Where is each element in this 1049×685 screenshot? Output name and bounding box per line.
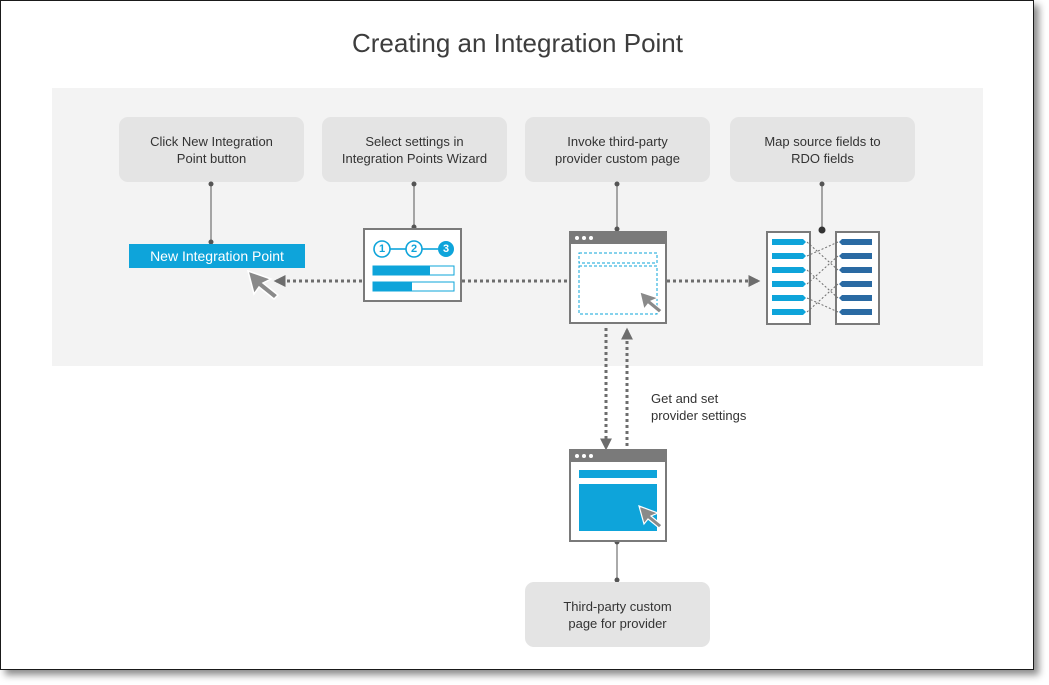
wizard-step-2: 2 — [410, 243, 418, 255]
provider-window-icon — [569, 231, 667, 324]
step-label-4: Map source fields to RDO fields — [764, 133, 881, 166]
connector-3 — [614, 181, 620, 232]
wizard-step-1: 1 — [378, 243, 386, 255]
bottom-box-custom-page: Third-party custom page for provider — [525, 582, 710, 647]
connector-2 — [411, 181, 417, 230]
bottom-box-label: Third-party custom page for provider — [563, 598, 672, 631]
step-box-select-settings: Select settings in Integration Points Wi… — [322, 117, 507, 182]
step-box-map-fields: Map source fields to RDO fields — [730, 117, 915, 182]
connector-4 — [818, 181, 826, 234]
step-label-3: Invoke third-party provider custom page — [554, 133, 680, 166]
custom-page-window-icon — [569, 449, 667, 542]
connector-bottom — [614, 539, 620, 583]
step-box-invoke-provider: Invoke third-party provider custom page — [525, 117, 710, 182]
new-integration-point-button: New Integration Point — [129, 244, 305, 268]
provider-settings-label: Get and set provider settings — [651, 391, 747, 423]
connector-1 — [208, 181, 214, 245]
step-label-2: Select settings in Integration Points Wi… — [341, 133, 488, 166]
diagram-title: Creating an Integration Point — [352, 28, 683, 58]
cursor-icon — [246, 269, 280, 301]
wizard-step-3: 3 — [442, 243, 450, 255]
wizard-icon — [363, 228, 462, 302]
step-box-click-button: Click New Integration Point button — [119, 117, 304, 182]
step-label-1: Click New Integration Point button — [150, 133, 273, 166]
field-mapping-icon — [766, 231, 880, 325]
